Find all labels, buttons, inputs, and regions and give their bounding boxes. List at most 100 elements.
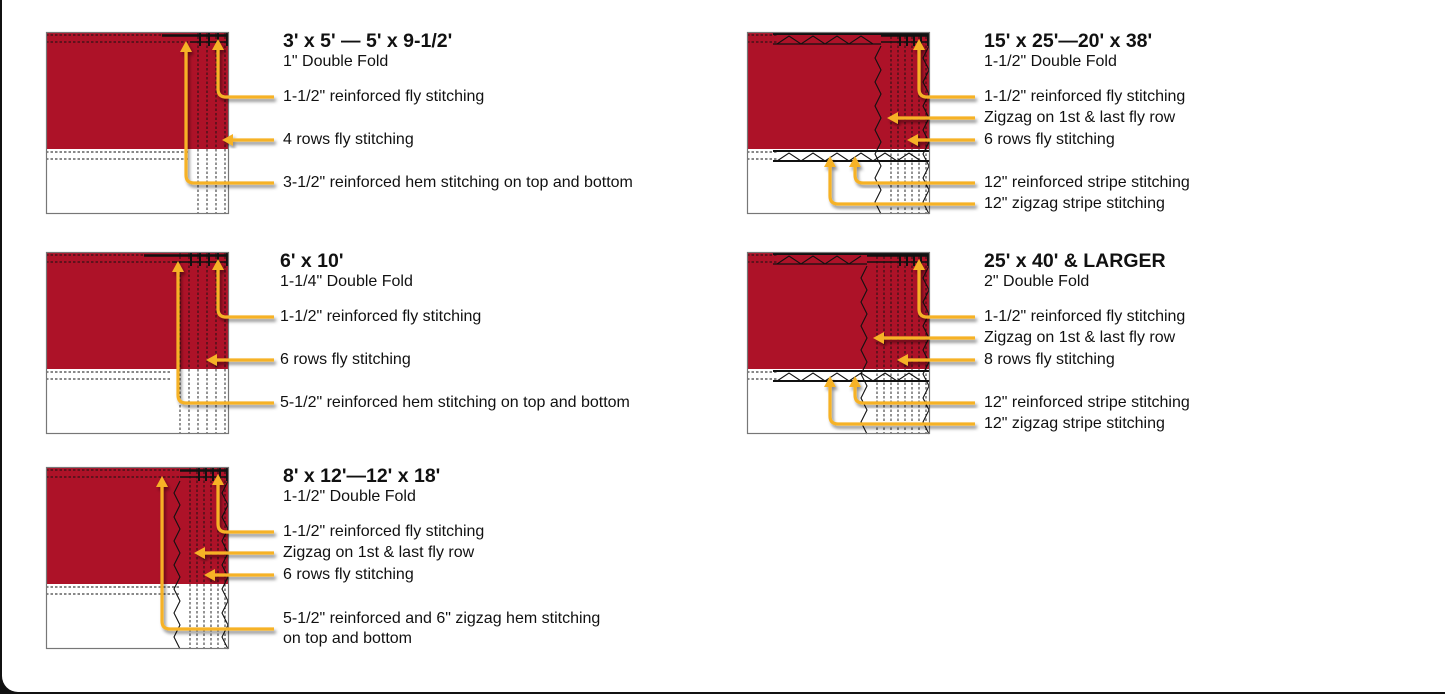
arrowhead-icon (897, 354, 908, 366)
arrow-line (160, 485, 274, 631)
arrow-2 (194, 547, 274, 559)
arrowhead-icon (824, 156, 836, 167)
callout-label: 12" zigzag stripe stitching (984, 195, 1165, 212)
arrow-3 (897, 354, 975, 366)
arrow-4 (849, 156, 975, 185)
flag-red-stripe (46, 252, 229, 369)
callout-label: 1-1/2" reinforced fly stitching (283, 523, 485, 540)
zigzag-stitch (173, 480, 181, 650)
callout-label: 4 rows fly stitching (283, 131, 414, 148)
arrow-line (917, 48, 975, 99)
callout-label: Zigzag on 1st & last fly row (984, 109, 1176, 126)
panel-subtitle: 1-1/2" Double Fold (283, 488, 416, 505)
flag-outline (45, 251, 230, 435)
arrow-1 (212, 259, 274, 319)
flag-red-stripe (46, 32, 229, 149)
arrow-line (216, 483, 274, 534)
callout-label: Zigzag on 1st & last fly row (283, 544, 475, 561)
arrowhead-icon (913, 39, 925, 50)
callout-label: 12" reinforced stripe stitching (984, 394, 1190, 411)
arrow-1 (212, 39, 274, 99)
arrow-3 (907, 134, 975, 146)
arrowhead-icon (156, 476, 168, 487)
flag-red-stripe (46, 467, 229, 584)
arrowhead-icon (824, 376, 836, 387)
arrowhead-icon (204, 569, 215, 581)
callout-label: 1-1/2" reinforced fly stitching (984, 308, 1186, 325)
panel-subtitle: 1" Double Fold (283, 53, 389, 70)
zigzag-stitch (221, 480, 229, 650)
arrow-5 (824, 156, 975, 206)
arrowhead-icon (873, 332, 884, 344)
panel-title: 15' x 25'—20' x 38' (984, 30, 1153, 52)
callout-label: 1-1/2" reinforced fly stitching (283, 88, 485, 105)
arrow-line (828, 385, 975, 426)
flag-panel-1 (45, 31, 274, 215)
arrow-line (184, 50, 274, 185)
flag-red-stripe (747, 32, 930, 149)
callout-label: 3-1/2" reinforced hem stitching on top a… (283, 174, 633, 191)
arrowhead-icon (180, 41, 192, 52)
callout-label: 5-1/2" reinforced and 6" zigzag hem stit… (283, 610, 601, 627)
arrowhead-icon (212, 39, 224, 50)
callout-label: 8 rows fly stitching (984, 351, 1115, 368)
arrowhead-icon (887, 112, 898, 124)
arrow-line (853, 165, 975, 185)
flag-panel-5 (746, 251, 975, 435)
arrow-4 (156, 476, 274, 631)
flag-outline (746, 31, 931, 215)
flag-panel-4 (746, 31, 975, 215)
arrowhead-icon (849, 156, 861, 167)
arrow-2 (222, 134, 274, 146)
zigzag-stitch (860, 265, 868, 435)
arrow-5 (824, 376, 975, 426)
callout-label: 5-1/2" reinforced hem stitching on top a… (280, 394, 630, 411)
arrow-3 (172, 261, 274, 405)
arrow-2 (206, 354, 274, 366)
callout-label: 6 rows fly stitching (283, 566, 414, 583)
flag-outline (45, 466, 230, 650)
flag-red-stripe (747, 252, 930, 369)
arrow-1 (212, 474, 274, 534)
arrow-1 (913, 259, 975, 319)
zigzag-stitch (922, 45, 930, 215)
flag-outline (746, 251, 931, 435)
arrowhead-icon (913, 259, 925, 270)
arrow-line (828, 165, 975, 206)
zigzag-stitch (922, 265, 930, 435)
callout-label: 12" reinforced stripe stitching (984, 174, 1190, 191)
arrowhead-icon (212, 474, 224, 485)
flag-outline (45, 31, 230, 215)
arrow-3 (180, 41, 274, 185)
arrow-line (853, 385, 975, 405)
zigzag-stitch (874, 45, 882, 215)
callout-label: 1-1/2" reinforced fly stitching (280, 308, 482, 325)
arrow-2 (887, 112, 975, 124)
panel-subtitle: 2" Double Fold (984, 273, 1090, 290)
arrow-line (216, 48, 274, 99)
callout-label: 12" zigzag stripe stitching (984, 415, 1165, 432)
arrow-3 (204, 569, 274, 581)
panel-subtitle: 1-1/2" Double Fold (984, 53, 1117, 70)
flag-panel-2 (45, 251, 274, 435)
arrowhead-icon (849, 376, 861, 387)
callout-label: on top and bottom (283, 630, 412, 647)
arrowhead-icon (172, 261, 184, 272)
arrowhead-icon (206, 354, 217, 366)
flag-panel-3 (45, 466, 274, 650)
panel-title: 6' x 10' (280, 250, 344, 272)
callout-label: 1-1/2" reinforced fly stitching (984, 88, 1186, 105)
arrowhead-icon (907, 134, 918, 146)
panel-subtitle: 1-1/4" Double Fold (280, 273, 413, 290)
arrowhead-icon (212, 259, 224, 270)
flag-white-stripe (46, 584, 229, 649)
arrow-line (917, 268, 975, 319)
arrow-line (176, 270, 274, 405)
zigzag-stitch (776, 255, 862, 265)
arrow-4 (849, 376, 975, 405)
callout-label: 6 rows fly stitching (984, 131, 1115, 148)
arrowhead-icon (222, 134, 233, 146)
panel-title: 8' x 12'—12' x 18' (283, 465, 441, 487)
